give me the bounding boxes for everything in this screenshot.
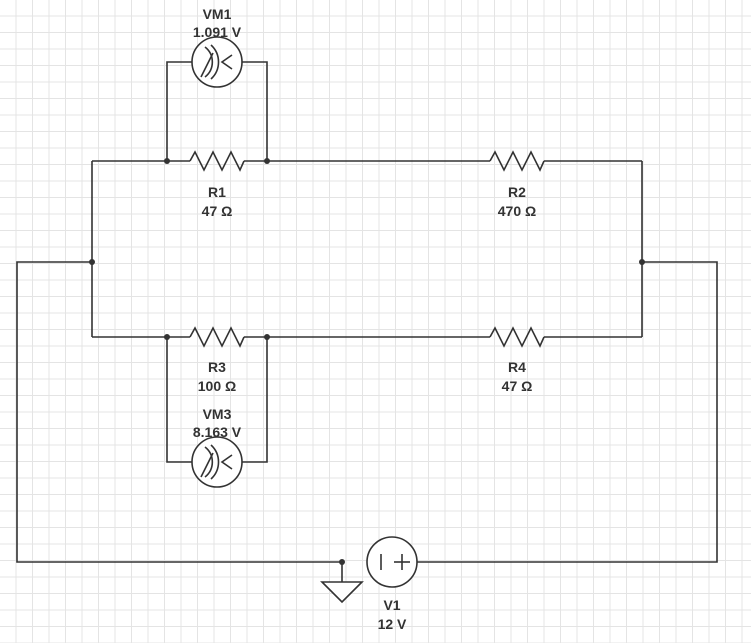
voltmeter-vm1[interactable]: VM1 1.091 V bbox=[191, 6, 243, 88]
r1-name: R1 bbox=[208, 184, 226, 200]
r1-value: 47 Ω bbox=[202, 203, 233, 219]
junction-node bbox=[264, 158, 270, 164]
r4-name: R4 bbox=[508, 359, 526, 375]
vm1-value: 1.091 V bbox=[193, 24, 242, 40]
junction-node bbox=[264, 334, 270, 340]
voltmeter-icon bbox=[191, 436, 243, 488]
vm3-name: VM3 bbox=[203, 406, 232, 422]
r3-name: R3 bbox=[208, 359, 226, 375]
resistor-r4[interactable]: R4 47 Ω bbox=[489, 326, 545, 394]
v1-name: V1 bbox=[383, 597, 400, 613]
junction-node bbox=[164, 158, 170, 164]
wire-vm1-left bbox=[166, 61, 192, 161]
resistor-icon bbox=[489, 150, 545, 172]
wire-vm3-left bbox=[166, 337, 192, 463]
r2-name: R2 bbox=[508, 184, 526, 200]
voltmeter-vm3[interactable]: VM3 8.163 V bbox=[191, 406, 243, 488]
vm3-value: 8.163 V bbox=[193, 424, 242, 440]
ground-icon bbox=[320, 581, 364, 604]
r4-value: 47 Ω bbox=[502, 378, 533, 394]
r3-value: 100 Ω bbox=[198, 378, 236, 394]
junction-node bbox=[89, 259, 95, 265]
junctions bbox=[89, 158, 645, 565]
resistor-r2[interactable]: R2 470 Ω bbox=[489, 150, 545, 219]
vm1-name: VM1 bbox=[203, 6, 232, 22]
wire-left-outer bbox=[16, 261, 342, 563]
resistor-r1[interactable]: R1 47 Ω bbox=[189, 150, 245, 219]
wire-vm3-right bbox=[242, 337, 268, 463]
junction-node bbox=[639, 259, 645, 265]
wire-right-outer bbox=[417, 261, 718, 563]
voltage-source-icon bbox=[366, 536, 418, 588]
resistor-icon bbox=[189, 326, 245, 348]
v1-value: 12 V bbox=[378, 616, 407, 632]
junction-node bbox=[164, 334, 170, 340]
resistor-icon bbox=[189, 150, 245, 172]
voltmeter-icon bbox=[191, 36, 243, 88]
junction-node bbox=[339, 559, 345, 565]
voltage-source-v1[interactable]: V1 12 V bbox=[366, 536, 418, 632]
resistor-r3[interactable]: R3 100 Ω bbox=[189, 326, 245, 394]
r2-value: 470 Ω bbox=[498, 203, 536, 219]
wires bbox=[16, 61, 718, 582]
resistor-icon bbox=[489, 326, 545, 348]
wire-vm1-right bbox=[242, 61, 268, 161]
